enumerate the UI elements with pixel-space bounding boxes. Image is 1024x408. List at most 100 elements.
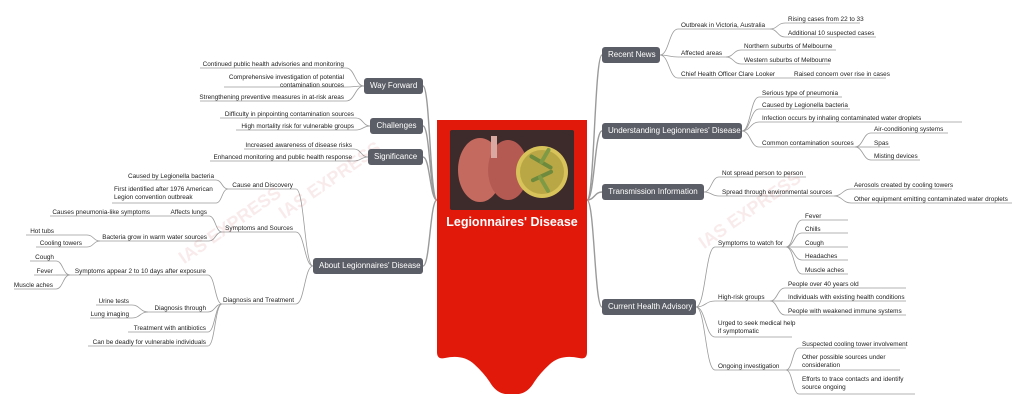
branch-significance[interactable]: Significance [368, 149, 423, 165]
leaf-headaches: Headaches [805, 253, 838, 260]
connector-line [86, 240, 101, 248]
connector-line [86, 234, 101, 242]
branch-way-forward[interactable]: Way Forward [364, 78, 423, 94]
connector-line [422, 199, 438, 267]
connector-line [695, 306, 716, 338]
branch-about[interactable]: About Legionnaires' Disease [313, 258, 423, 274]
leaf-about-fever: Fever [36, 268, 53, 275]
leaf-other-equipment: Other equipment emitting contaminated wa… [854, 196, 1008, 203]
connector-line [208, 215, 223, 233]
leaf-caused-legionella: Caused by Legionella bacteria [762, 102, 848, 109]
leaf-caused-by-legionella: Caused by Legionella bacteria [128, 173, 214, 180]
leaf-spread-environmental: Spread through environmental sources [722, 189, 833, 196]
connector-line [769, 22, 786, 30]
connector-line [345, 67, 365, 87]
leaf-warm-water: Bacteria grow in warm water sources [102, 234, 207, 241]
connector-line [215, 188, 229, 204]
leaf-cooling-tower: Suspected cooling tower involvement [802, 341, 908, 348]
leaf-high-mortality: High mortality risk for vulnerable group… [241, 123, 354, 130]
leaf-aerosols: Aerosols created by cooling towers [854, 182, 954, 189]
leaf-first-identified: First identified after 1976 American Leg… [114, 186, 213, 201]
leaf-muscle-aches: Muscle aches [805, 267, 845, 274]
connector-line [295, 188, 314, 267]
branch-challenges[interactable]: Challenges [370, 118, 423, 134]
connector-line [586, 130, 603, 201]
connector-line [422, 85, 438, 201]
connector-line [131, 304, 149, 313]
leaf-antibiotics: Treatment with antibiotics [133, 325, 206, 332]
leaf-affected-areas: Affected areas [681, 50, 723, 57]
connector-line [695, 306, 716, 371]
leaf-symptoms-sources: Symptoms and Sources [225, 225, 293, 232]
leaf-urged-medical: Urged to seek medical help if symptomati… [718, 320, 796, 335]
branch-understanding[interactable]: Understanding Legionnaires' Disease [602, 123, 742, 139]
connector-line [131, 311, 149, 319]
connector-line [207, 303, 223, 347]
connector-line [785, 246, 803, 275]
connector-line [854, 132, 872, 148]
connector-line [854, 146, 872, 161]
leaf-misting: Misting devices [874, 153, 918, 160]
leaf-pneumonia-like: Causes pneumonia-like symptoms [52, 209, 150, 216]
leaf-ongoing-investigation: Ongoing investigation [718, 363, 780, 370]
leaf-urine-tests: Urine tests [98, 298, 129, 305]
branch-advisory[interactable]: Current Health Advisory [602, 299, 696, 315]
leaf-enhanced-monitoring: Enhanced monitoring and public health re… [213, 154, 352, 161]
connector-line [695, 300, 716, 308]
leaf-chills: Chills [805, 226, 821, 233]
leaf-public-advisories: Continued public health advisories and m… [202, 61, 344, 68]
branch-recent-news[interactable]: Recent News [602, 47, 660, 63]
connector-line [55, 260, 71, 276]
connector-line [833, 188, 852, 197]
leaf-over-40: People over 40 years old [788, 281, 859, 288]
leaf-spas: Spas [874, 140, 889, 147]
leaf-cooling-towers: Cooling towers [39, 240, 82, 247]
leaf-symptoms-watch: Symptoms to watch for [718, 240, 783, 247]
connector-line [785, 232, 803, 248]
central-topic[interactable]: Legionnaires' Disease [437, 120, 587, 394]
leaf-lung-imaging: Lung imaging [90, 311, 129, 318]
leaf-serious-pneumonia: Serious type of pneumonia [762, 90, 839, 97]
connector-line [586, 191, 603, 201]
connector-line [785, 369, 800, 395]
connector-line [215, 179, 229, 190]
leaf-trace-contacts: Efforts to trace contacts and identify s… [802, 376, 904, 391]
connector-line [207, 274, 223, 305]
connector-line [833, 195, 852, 204]
connector-line [725, 56, 742, 65]
leaf-diagnosis-treatment: Diagnosis and Treatment [222, 297, 294, 304]
leaf-northern-suburbs: Northern suburbs of Melbourne [744, 43, 833, 50]
leaf-symptoms-appear: Symptoms appear 2 to 10 days after expos… [74, 268, 206, 275]
connector-line [741, 130, 760, 148]
leaf-raised-concern: Raised concern over rise in cases [794, 71, 890, 78]
connector-line [785, 347, 800, 371]
branch-transmission[interactable]: Transmission Information [602, 184, 704, 200]
connector-line [703, 191, 720, 197]
connector-line [769, 287, 786, 302]
leaf-about-cough: Cough [35, 254, 54, 261]
central-topic-title: Legionnaires' Disease [446, 215, 578, 229]
leaf-outbreak: Outbreak in Victoria, Australia [681, 22, 766, 29]
connector-line [659, 54, 679, 79]
lungs-bacteria-image [450, 130, 574, 210]
leaf-rising-cases: Rising cases from 22 to 33 [788, 16, 864, 23]
leaf-about-muscle: Muscle aches [13, 282, 53, 289]
leaf-hot-tubs: Hot tubs [30, 228, 54, 235]
leaf-preventive-measures: Strengthening preventive measures in at-… [199, 94, 344, 101]
leaf-not-person-to-person: Not spread person to person [722, 170, 803, 177]
leaf-chief-officer: Chief Health Officer Clare Looker [681, 71, 776, 78]
connector-line [703, 176, 720, 193]
connector-line [769, 28, 786, 38]
leaf-common-sources: Common contamination sources [762, 140, 854, 147]
connector-line [741, 108, 760, 132]
connector-line [422, 156, 438, 201]
connector-line [208, 231, 223, 242]
leaf-deadly: Can be deadly for vulnerable individuals [92, 339, 206, 346]
connector-line [586, 199, 603, 308]
connector-line [345, 85, 365, 102]
leaf-infection-inhaling: Infection occurs by inhaling contaminate… [762, 115, 922, 122]
leaf-cough: Cough [805, 240, 824, 247]
leaf-fever: Fever [805, 213, 822, 220]
